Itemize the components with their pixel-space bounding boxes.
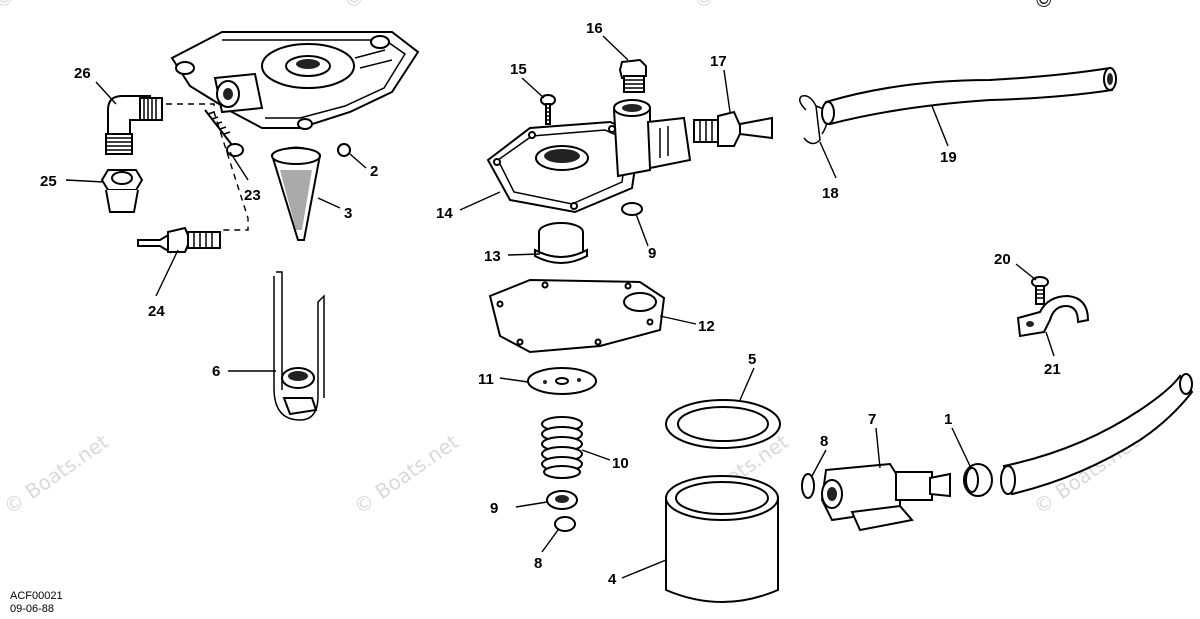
- hose-ring-part: [963, 463, 993, 497]
- check-ball-part: [337, 143, 351, 157]
- pipe-plug-part: [618, 58, 647, 93]
- filter-screen-cone-part: [270, 146, 322, 241]
- callout-25: 25: [40, 173, 57, 190]
- pump-housing-part: [486, 99, 692, 214]
- assembly-dashed-line: [166, 103, 249, 231]
- callout-4: 4: [608, 571, 617, 588]
- callout-2: 2: [370, 163, 378, 180]
- callout-12: 11: [478, 371, 494, 388]
- callout-21: 20: [994, 251, 1011, 268]
- callout-9-upper: 9: [648, 245, 656, 262]
- figure-code: ACF00021: [10, 590, 63, 602]
- watermark-7: © Boats.net: [689, 0, 803, 14]
- figure-date: 09-06-88: [10, 603, 55, 615]
- cup-14-part: [534, 222, 588, 264]
- watermark-1: © Boats.net: [0, 429, 113, 519]
- leader-lines: [65, 35, 1055, 579]
- diaphragm-plate-part: [527, 367, 597, 395]
- callout-7: 7: [868, 411, 876, 428]
- fuel-hose-20-part: [821, 66, 1117, 126]
- hose-fitting-18-part: [693, 110, 773, 147]
- callout-23: 23: [244, 187, 261, 204]
- screw-21-part: [1031, 276, 1049, 305]
- callout-26: 26: [74, 65, 91, 82]
- screw-23-part: [204, 109, 244, 157]
- spring-retainer-part: [546, 490, 578, 510]
- fuel-connector-part: [820, 462, 951, 532]
- o-ring-part: [801, 473, 815, 499]
- callout-16: 15: [510, 61, 527, 78]
- small-disc-9-lower-part: [554, 516, 576, 532]
- callout-24: 24: [148, 303, 165, 320]
- hose-barb-24-part: [137, 226, 221, 254]
- watermark-5: © Boats.net: [0, 0, 103, 14]
- watermark-2: © Boats.net: [349, 429, 463, 519]
- nut-part: [100, 169, 144, 213]
- screw-16-part: [540, 94, 556, 125]
- small-disc-9-upper-part: [621, 202, 643, 216]
- pump-cover-part: [170, 31, 420, 130]
- callout-3: 3: [344, 205, 352, 222]
- callout-10: 9: [490, 500, 498, 517]
- filter-bowl-part: [665, 475, 779, 603]
- filter-bail-part: [273, 271, 325, 421]
- callout-19: 18: [822, 185, 839, 202]
- callout-14: 13: [484, 248, 501, 265]
- callout-1: 1: [944, 411, 952, 428]
- watermark-8: © Boats.net: [1029, 0, 1111, 15]
- gasket-ring-part: [665, 399, 781, 449]
- callouts: 26 25 24 23 2 3 6 16 15 17 18 19 14 13 9…: [40, 20, 1061, 588]
- callout-15: 14: [436, 205, 453, 222]
- callout-11: 10: [612, 455, 629, 472]
- hose-clip-22-part: [1016, 294, 1090, 338]
- fuel-hose-lower-part: [1000, 373, 1194, 496]
- callout-13: 12: [698, 318, 715, 335]
- spring-part: [541, 416, 583, 479]
- callout-22: 21: [1044, 361, 1061, 378]
- callout-5: 5: [748, 351, 756, 368]
- callout-6: 6: [212, 363, 220, 380]
- callout-18: 17: [710, 53, 727, 70]
- diaphragm-part: [488, 278, 666, 354]
- callout-8: 8: [820, 433, 828, 450]
- callout-20: 19: [940, 149, 957, 166]
- callout-17: 16: [586, 20, 603, 37]
- elbow-fitting-part: [105, 95, 163, 155]
- watermark-6: © Boats.net: [339, 0, 453, 14]
- callout-9-lower: 8: [534, 555, 542, 572]
